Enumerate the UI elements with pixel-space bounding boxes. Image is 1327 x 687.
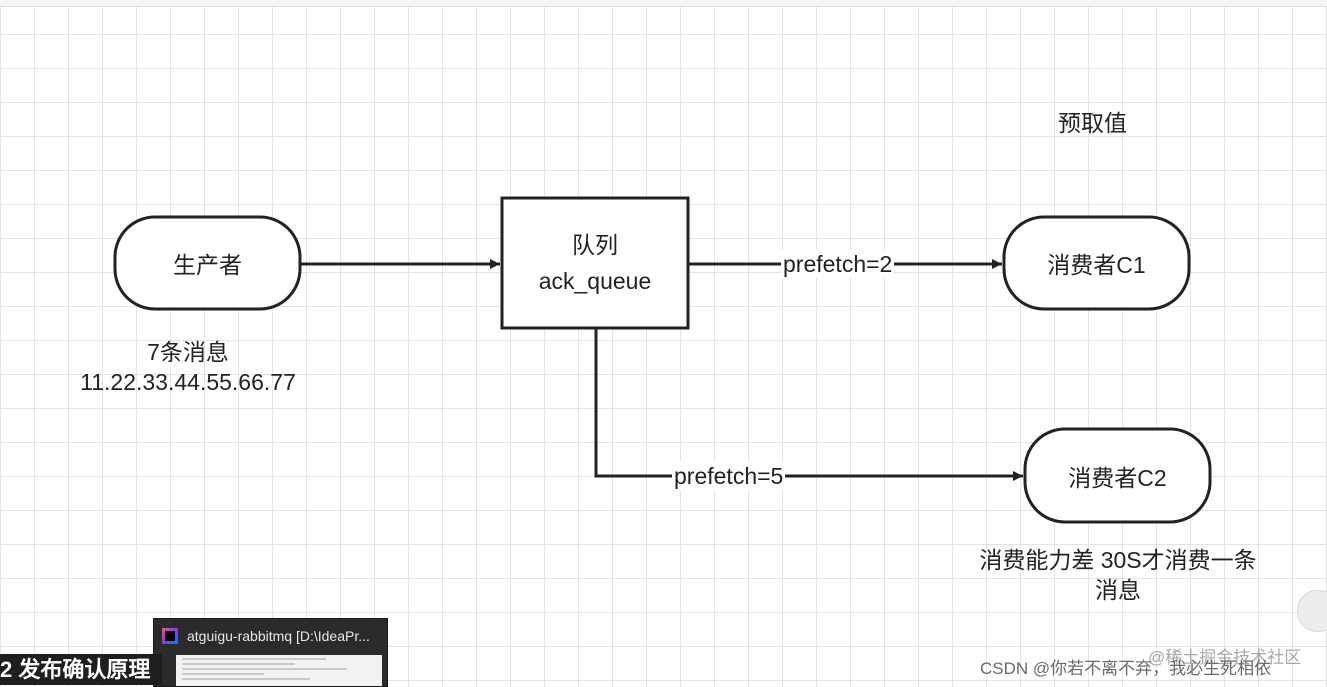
queue-label-line1: 队列 [572, 232, 618, 258]
chapter-caption: 2 发布确认原理 [0, 654, 162, 685]
producer-note: 7条消息 11.22.33.44.55.66.77 [62, 337, 314, 397]
c2-note-line2: 消息 [1095, 577, 1141, 603]
csdn-watermark: CSDN @你若不离不弃，我必生死相依 [980, 659, 1272, 678]
edge-label-prefetch-5: prefetch=5 [672, 462, 786, 490]
queue-label-line2: ack_queue [538, 268, 652, 294]
top-edge-bar [0, 0, 1327, 7]
taskbar-thumbnail[interactable]: atguigu-rabbitmq [D:\IdeaPr... [153, 618, 388, 687]
edge-label-prefetch-2: prefetch=2 [781, 250, 895, 278]
edge-queue-to-c2 [594, 328, 1023, 481]
queue-node[interactable] [500, 196, 690, 330]
intellij-icon [162, 628, 178, 644]
prefetch-title: 预取值 [1058, 110, 1127, 136]
consumer-c1-node[interactable] [1002, 215, 1191, 311]
platform-watermark: @稀土掘金技术社区 [1148, 648, 1302, 667]
consumer-c1-label: 消费者C1 [1047, 252, 1146, 278]
producer-label: 生产者 [173, 252, 242, 278]
producer-note-line1: 7条消息 [147, 339, 229, 365]
thumbnail-preview [176, 655, 382, 686]
floating-side-button[interactable] [1297, 590, 1327, 632]
producer-note-line2: 11.22.33.44.55.66.77 [80, 369, 296, 395]
thumbnail-header: atguigu-rabbitmq [D:\IdeaPr... [154, 619, 387, 653]
queue-label: 队列 ack_queue [502, 198, 688, 328]
consumer-c2-node[interactable] [1023, 427, 1212, 524]
thumbnail-title: atguigu-rabbitmq [D:\IdeaPr... [187, 628, 370, 644]
consumer-c2-label: 消费者C2 [1068, 464, 1167, 491]
c2-note-line1: 消费能力差 30S才消费一条 [979, 547, 1257, 573]
c2-note: 消费能力差 30S才消费一条 消息 [960, 545, 1276, 605]
